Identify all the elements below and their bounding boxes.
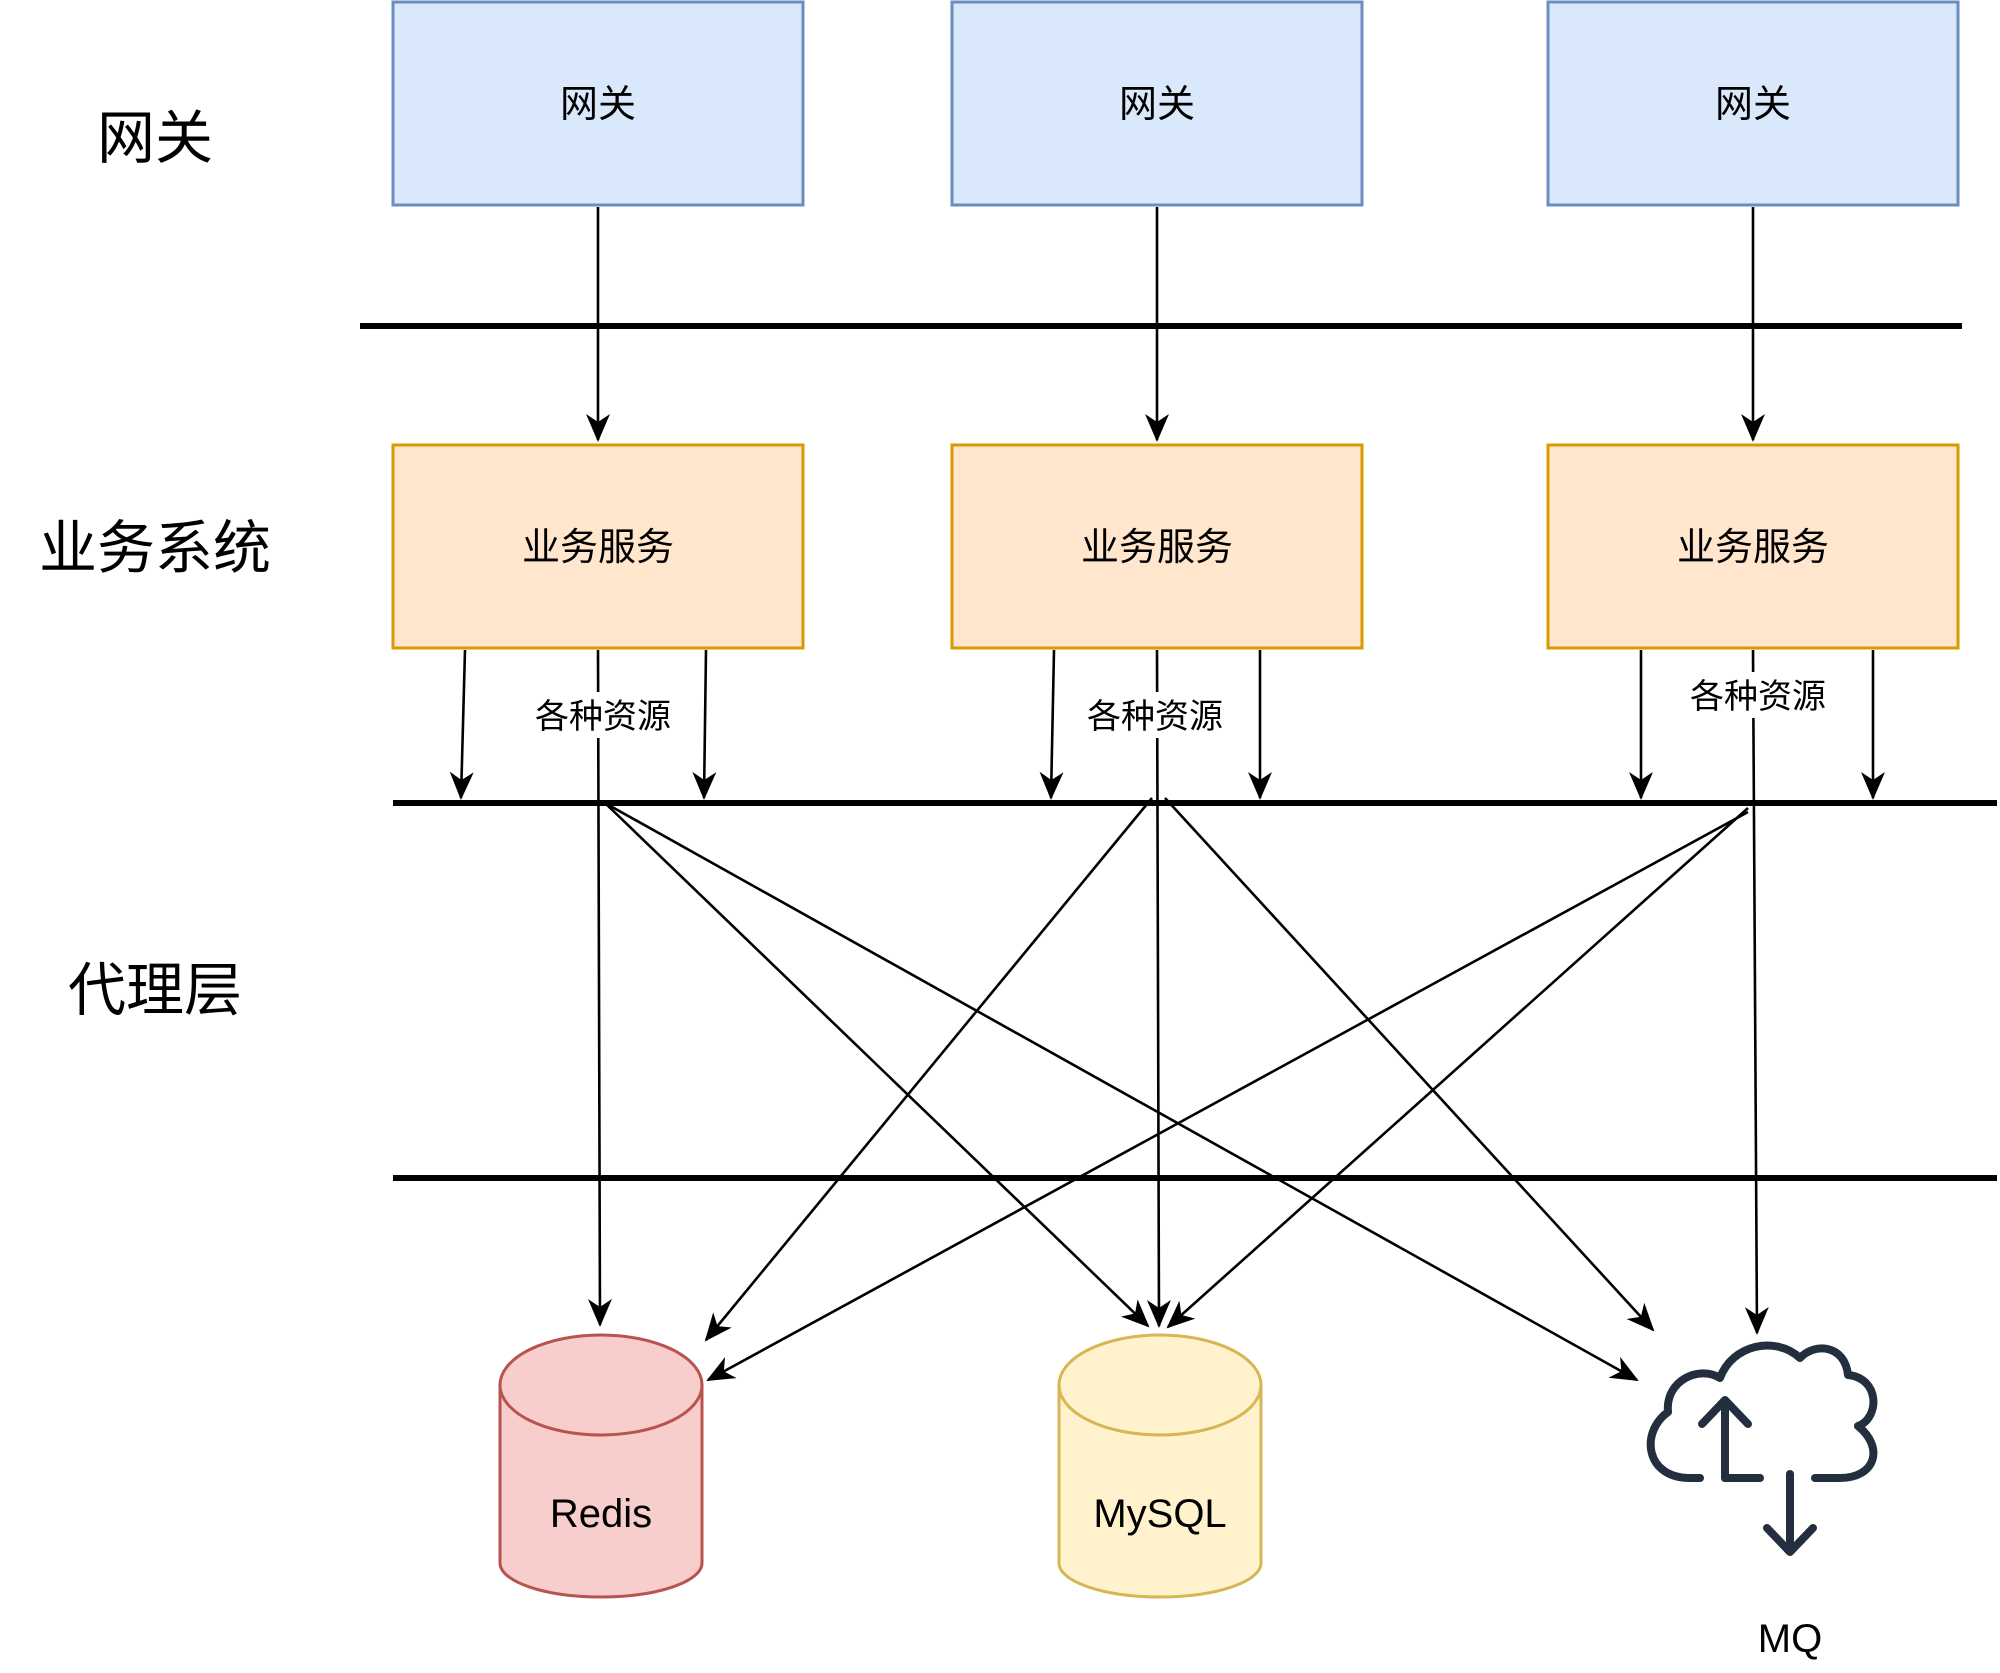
redis-label: Redis xyxy=(550,1492,652,1536)
svg-text:各种资源: 各种资源 xyxy=(1690,677,1826,717)
service-box-1[interactable]: 业务服务 xyxy=(391,443,805,650)
redis-database-icon[interactable]: Redis xyxy=(498,1333,704,1599)
mysql-label: MySQL xyxy=(1093,1492,1226,1536)
edge-label-resources-2: 各种资源 xyxy=(1080,692,1230,738)
arrow-service-1-left xyxy=(449,649,474,800)
connector-service1-mysql xyxy=(604,802,1150,1328)
layer-label-business: 业务系统 xyxy=(39,514,271,582)
connector-service3-redis xyxy=(706,810,1749,1382)
mq-cloud-upload-download-icon[interactable] xyxy=(1646,1341,1878,1556)
connector-service1-mq xyxy=(604,801,1639,1382)
gateway-label: 网关 xyxy=(1715,82,1791,126)
layer-label-proxy: 代理层 xyxy=(68,956,242,1024)
connector-service2-redis xyxy=(704,797,1154,1342)
mysql-database-icon[interactable]: MySQL xyxy=(1057,1333,1263,1599)
layer-label-gateway: 网关 xyxy=(97,104,213,172)
service-label: 业务服务 xyxy=(522,525,674,569)
gateway-label: 网关 xyxy=(560,82,636,126)
connector-service3-mysql xyxy=(1166,807,1749,1329)
arrow-service-1-right xyxy=(692,649,717,800)
edge-label-resources-3: 各种资源 xyxy=(1683,672,1833,718)
service-label: 业务服务 xyxy=(1081,525,1233,569)
connector-service3-mq xyxy=(1744,649,1769,1335)
svg-text:各种资源: 各种资源 xyxy=(535,697,671,737)
service-box-2[interactable]: 业务服务 xyxy=(950,443,1364,650)
connector-service2-mysql xyxy=(1146,649,1171,1328)
connector-service2-mq xyxy=(1164,797,1655,1332)
service-box-3[interactable]: 业务服务 xyxy=(1546,443,1960,650)
svg-text:各种资源: 各种资源 xyxy=(1087,697,1223,737)
service-label: 业务服务 xyxy=(1677,525,1829,569)
mq-label: MQ xyxy=(1758,1617,1822,1661)
gateway-box-1[interactable]: 网关 xyxy=(391,0,805,207)
connector-service1-redis xyxy=(587,649,612,1327)
gateway-box-3[interactable]: 网关 xyxy=(1546,0,1960,207)
arrow-service-2-left xyxy=(1039,649,1064,800)
edge-label-resources-1: 各种资源 xyxy=(528,692,678,738)
gateway-label: 网关 xyxy=(1119,82,1195,126)
gateway-box-2[interactable]: 网关 xyxy=(950,0,1364,207)
